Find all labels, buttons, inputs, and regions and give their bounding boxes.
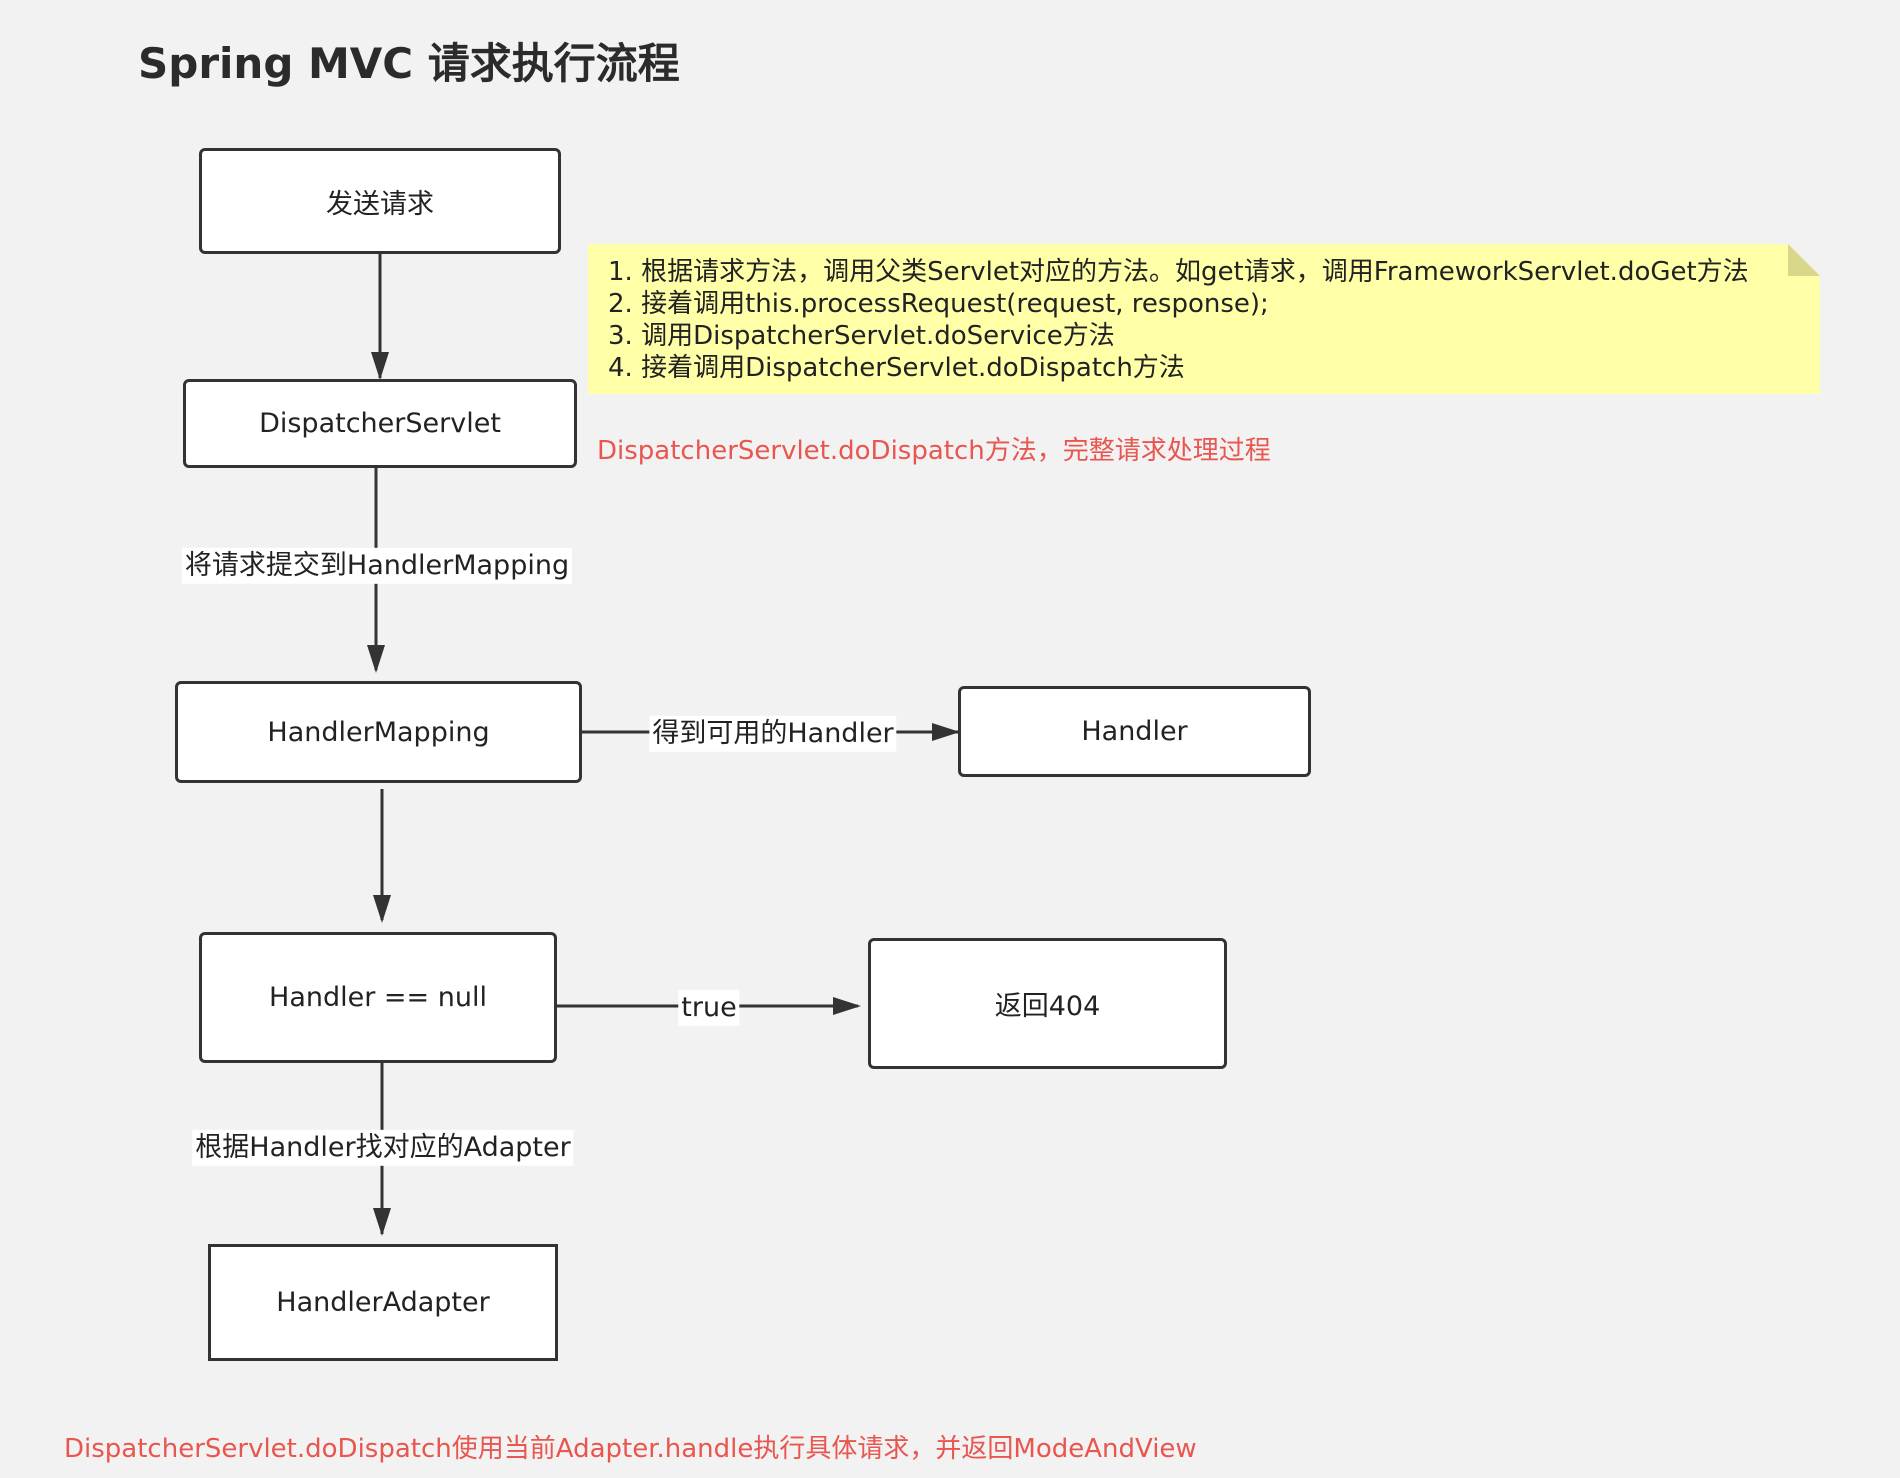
arrowhead-null-to-adapter [373,1208,391,1236]
annotation-adapter-handle: DispatcherServlet.doDispatch使用当前Adapter.… [64,1434,1197,1464]
edge-label-find-adapter: 根据Handler找对应的Adapter [192,1129,574,1167]
page-title: Spring MVC 请求执行流程 [138,39,680,88]
node-send-request: 发送请求 [199,148,561,254]
node-handler-adapter: HandlerAdapter [208,1244,558,1361]
node-return-404-label: 返回404 [994,991,1101,1022]
arrowhead-dispatcher-to-mapping [367,645,385,673]
node-handler: Handler [958,686,1311,777]
node-handler-null-check-label: Handler == null [269,982,487,1013]
arrowhead-mapping-to-handler [932,723,960,741]
node-handler-mapping: HandlerMapping [175,681,582,783]
sticky-note: 1. 根据请求方法，调用父类Servlet对应的方法。如get请求，调用Fram… [588,244,1820,394]
arrowhead-mapping-to-null-check [373,895,391,923]
arrowhead-null-to-404 [833,997,861,1015]
node-handler-null-check: Handler == null [199,932,557,1063]
edge-label-get-handler: 得到可用的Handler [649,715,897,753]
edge-label-submit-to-mapping: 将请求提交到HandlerMapping [181,547,573,585]
edge-label-true: true [678,989,740,1027]
node-dispatcher-servlet: DispatcherServlet [183,379,577,468]
node-handler-adapter-label: HandlerAdapter [276,1287,490,1318]
note-line-2: 2. 接着调用this.processRequest(request, resp… [608,289,1269,319]
annotation-do-dispatch: DispatcherServlet.doDispatch方法，完整请求处理过程 [597,436,1271,466]
node-return-404: 返回404 [868,938,1227,1069]
note-line-3: 3. 调用DispatcherServlet.doService方法 [608,321,1115,351]
arrowhead-send-to-dispatcher [371,352,389,380]
node-send-request-label: 发送请求 [326,188,434,220]
note-line-1: 1. 根据请求方法，调用父类Servlet对应的方法。如get请求，调用Fram… [608,257,1749,287]
node-dispatcher-servlet-label: DispatcherServlet [259,408,501,439]
node-handler-label: Handler [1081,716,1188,747]
node-handler-mapping-label: HandlerMapping [267,716,490,748]
note-line-4: 4. 接着调用DispatcherServlet.doDispatch方法 [608,353,1185,383]
